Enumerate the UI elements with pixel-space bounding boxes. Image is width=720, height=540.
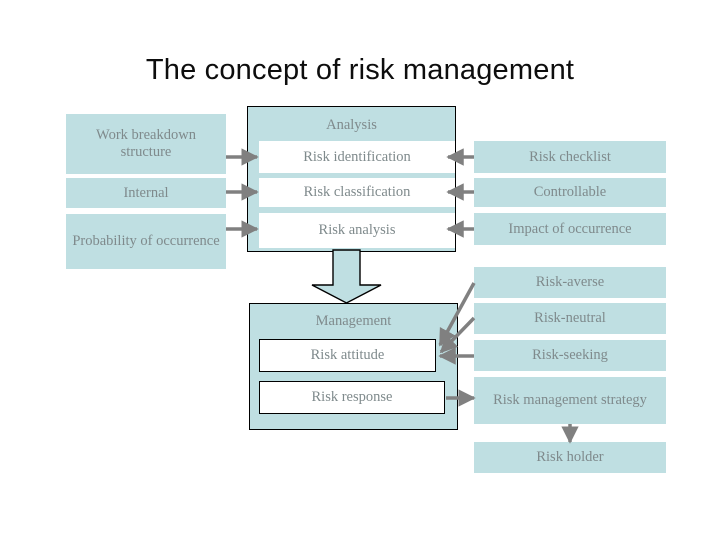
left-box-label: Internal [123, 184, 169, 201]
right-box-risk-seeking[interactable]: Risk-seeking [474, 340, 666, 371]
analysis-item-risk-analysis[interactable]: Risk analysis [259, 213, 455, 248]
page-title: The concept of risk management [145, 54, 575, 86]
right-box-label: Impact of occurrence [508, 220, 632, 237]
left-box-label: Probability of occurrence [72, 233, 220, 250]
left-box-internal[interactable]: Internal [66, 178, 226, 208]
analysis-item-risk-identification[interactable]: Risk identification [259, 141, 455, 173]
management-item-risk-response[interactable]: Risk response [259, 381, 445, 414]
left-box-work-breakdown-structure[interactable]: Work breakdown structure [66, 114, 226, 174]
management-item-label: Risk attitude [310, 347, 385, 364]
right-box-controllable[interactable]: Controllable [474, 178, 666, 207]
right-box-label: Risk-seeking [532, 347, 608, 364]
right-box-risk-averse[interactable]: Risk-averse [474, 267, 666, 298]
right-box-impact-of-occurrence[interactable]: Impact of occurrence [474, 213, 666, 245]
right-box-risk-holder[interactable]: Risk holder [474, 442, 666, 473]
management-item-risk-attitude[interactable]: Risk attitude [259, 339, 436, 372]
right-box-label: Risk management strategy [493, 392, 647, 409]
analysis-item-label: Risk classification [303, 184, 411, 201]
analysis-header: Analysis [326, 117, 377, 133]
right-box-label: Risk holder [536, 449, 604, 466]
analysis-to-management-block-arrow [311, 249, 382, 304]
right-box-label: Risk-neutral [534, 310, 606, 327]
analysis-item-label: Risk analysis [318, 222, 396, 239]
left-box-probability-of-occurrence[interactable]: Probability of occurrence [66, 214, 226, 269]
management-item-label: Risk response [311, 389, 393, 406]
right-box-risk-checklist[interactable]: Risk checklist [474, 141, 666, 173]
right-box-risk-neutral[interactable]: Risk-neutral [474, 303, 666, 334]
right-box-label: Controllable [533, 184, 607, 201]
management-header: Management [315, 313, 392, 329]
right-box-label: Risk-averse [535, 274, 605, 291]
analysis-item-risk-classification[interactable]: Risk classification [259, 178, 455, 207]
analysis-item-label: Risk identification [303, 148, 411, 165]
right-box-label: Risk checklist [529, 148, 611, 165]
left-box-label: Work breakdown structure [96, 127, 196, 160]
right-box-risk-management-strategy[interactable]: Risk management strategy [474, 377, 666, 424]
